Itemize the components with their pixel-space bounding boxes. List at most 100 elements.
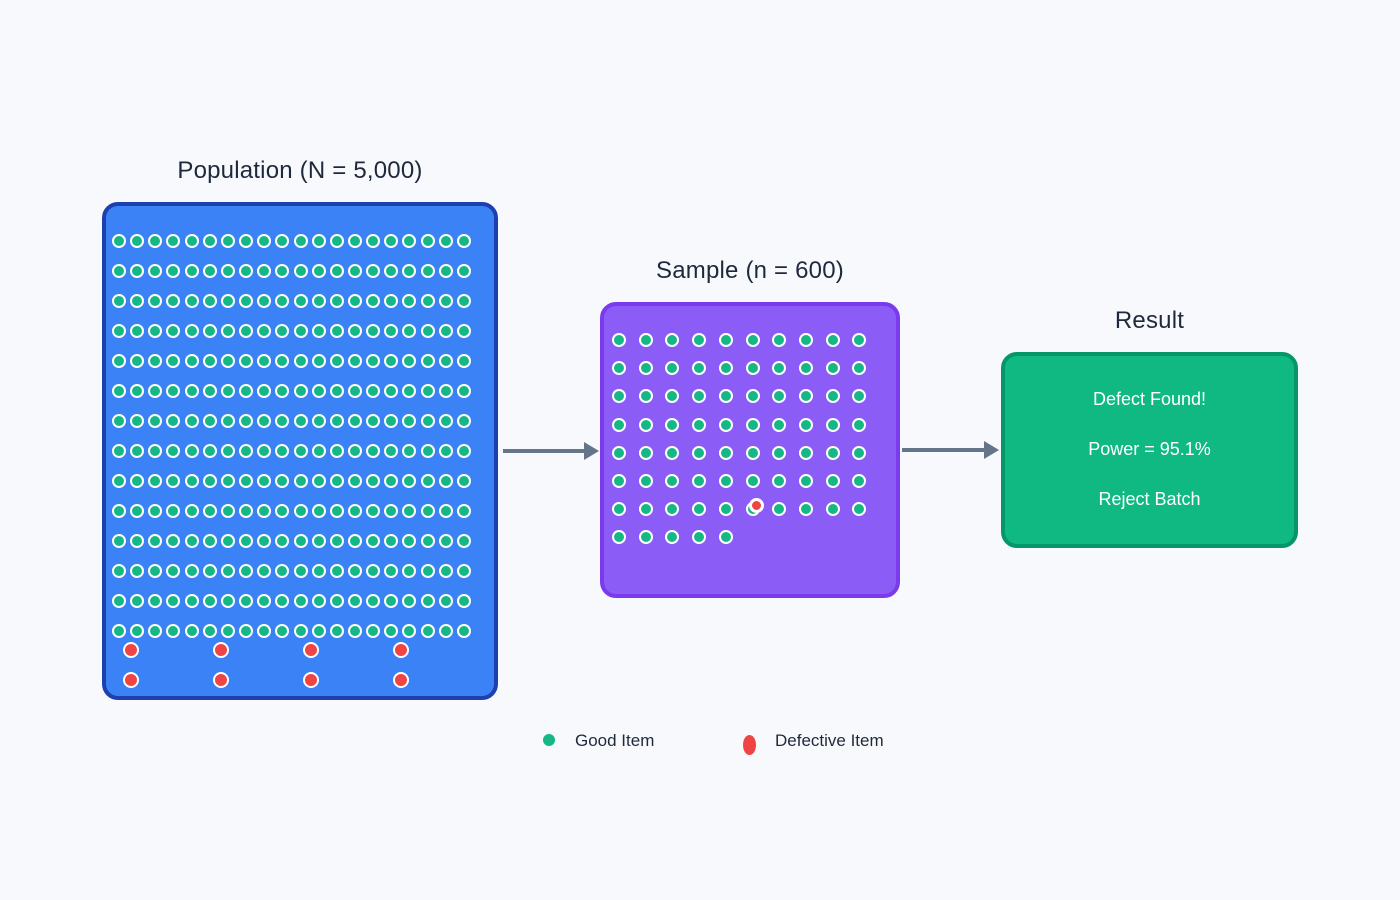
good-item-dot: [347, 474, 362, 488]
good-item-dot: [347, 354, 362, 368]
good-item-dot: [112, 324, 126, 338]
good-item-dot: [275, 624, 290, 638]
good-item-dot: [184, 294, 199, 308]
good-item-dot: [366, 564, 381, 578]
good-item-dot: [257, 564, 272, 578]
good-item-dot: [202, 504, 217, 518]
good-item-dot: [456, 504, 471, 518]
good-item-dot: [638, 333, 653, 347]
good-item-dot: [130, 414, 145, 428]
defective-item-dot: [303, 672, 319, 688]
good-item-dot: [420, 594, 435, 608]
good-item-dot: [311, 444, 326, 458]
good-item-dot: [329, 294, 344, 308]
good-item-dot: [148, 264, 163, 278]
good-item-dot: [130, 294, 145, 308]
good-item-dot: [745, 361, 760, 376]
good-item-dot: [239, 264, 254, 278]
good-item-dot: [420, 294, 435, 308]
good-item-dot: [456, 384, 471, 398]
good-item-dot: [311, 474, 326, 488]
good-item-dot: [366, 504, 381, 518]
population-dots-layer: [106, 206, 494, 696]
good-item-dot: [311, 534, 326, 548]
defective-item-legend-dot-icon: [743, 735, 756, 755]
good-item-dot: [220, 474, 235, 488]
good-item-dot: [329, 564, 344, 578]
defective-item-dot: [213, 672, 229, 688]
good-item-dot: [329, 264, 344, 278]
good-item-dot: [166, 234, 181, 248]
good-item-dot: [220, 414, 235, 428]
good-item-dot: [825, 361, 840, 376]
good-item-dot: [239, 594, 254, 608]
good-item-dot: [692, 502, 707, 517]
good-item-dot: [718, 361, 733, 376]
good-item-dot: [166, 534, 181, 548]
good-item-dot: [692, 445, 707, 460]
good-item-dot: [718, 389, 733, 404]
good-item-dot: [184, 534, 199, 548]
good-item-dot: [347, 624, 362, 638]
good-item-dot: [112, 264, 126, 278]
good-item-dot: [718, 333, 733, 347]
good-item-dot: [311, 234, 326, 248]
result-line-reject-batch: Reject Batch: [1098, 489, 1201, 509]
good-item-dot: [148, 624, 163, 638]
good-item-dot: [402, 354, 417, 368]
good-item-dot: [112, 474, 126, 488]
population-to-sample-arrow-icon: [503, 442, 599, 460]
good-item-dot: [184, 414, 199, 428]
good-item-dot: [638, 530, 653, 545]
defective-item-dot: [123, 642, 139, 658]
good-item-dot: [347, 384, 362, 398]
good-item-dot: [166, 264, 181, 278]
good-item-dot: [612, 445, 626, 460]
good-item-dot: [112, 564, 126, 578]
good-item-dot: [220, 564, 235, 578]
good-item-dot: [112, 624, 126, 638]
good-item-dot: [293, 444, 308, 458]
good-item-dot: [148, 234, 163, 248]
good-item-dot: [366, 234, 381, 248]
good-item-dot: [112, 594, 126, 608]
good-item-dot: [798, 474, 813, 488]
good-item-dot: [293, 564, 308, 578]
good-item-dot: [184, 324, 199, 338]
good-item-dot: [798, 333, 813, 347]
good-item-dot: [275, 534, 290, 548]
good-item-dot: [438, 324, 453, 338]
good-item-dot: [638, 445, 653, 460]
good-item-dot: [366, 594, 381, 608]
good-item-dot: [311, 564, 326, 578]
good-item-dot: [638, 502, 653, 517]
good-item-dot: [329, 504, 344, 518]
good-item-dot: [275, 564, 290, 578]
good-item-dot: [148, 564, 163, 578]
good-item-dot: [456, 444, 471, 458]
result-line-power: Power = 95.1%: [1088, 439, 1211, 459]
good-item-dot: [130, 234, 145, 248]
good-item-dot: [239, 534, 254, 548]
good-item-dot: [347, 444, 362, 458]
sample-box: [600, 302, 900, 598]
defective-item-dot: [749, 497, 764, 513]
good-item-dot: [456, 414, 471, 428]
good-item-dot: [130, 624, 145, 638]
good-item-dot: [665, 333, 680, 347]
good-item-dot: [202, 624, 217, 638]
good-item-dot: [384, 294, 399, 308]
good-item-dot: [402, 234, 417, 248]
good-item-dot: [130, 354, 145, 368]
good-item-dot: [384, 474, 399, 488]
good-item-dot: [384, 264, 399, 278]
good-item-dot: [366, 444, 381, 458]
good-item-dot: [220, 444, 235, 458]
good-item-dot: [239, 294, 254, 308]
good-item-dot: [825, 333, 840, 347]
defective-item-legend-label: Defective Item: [775, 731, 884, 750]
good-item-dot: [202, 354, 217, 368]
good-item-dot: [852, 445, 867, 460]
good-item-dot: [148, 474, 163, 488]
sample-dots-layer: [604, 306, 896, 594]
